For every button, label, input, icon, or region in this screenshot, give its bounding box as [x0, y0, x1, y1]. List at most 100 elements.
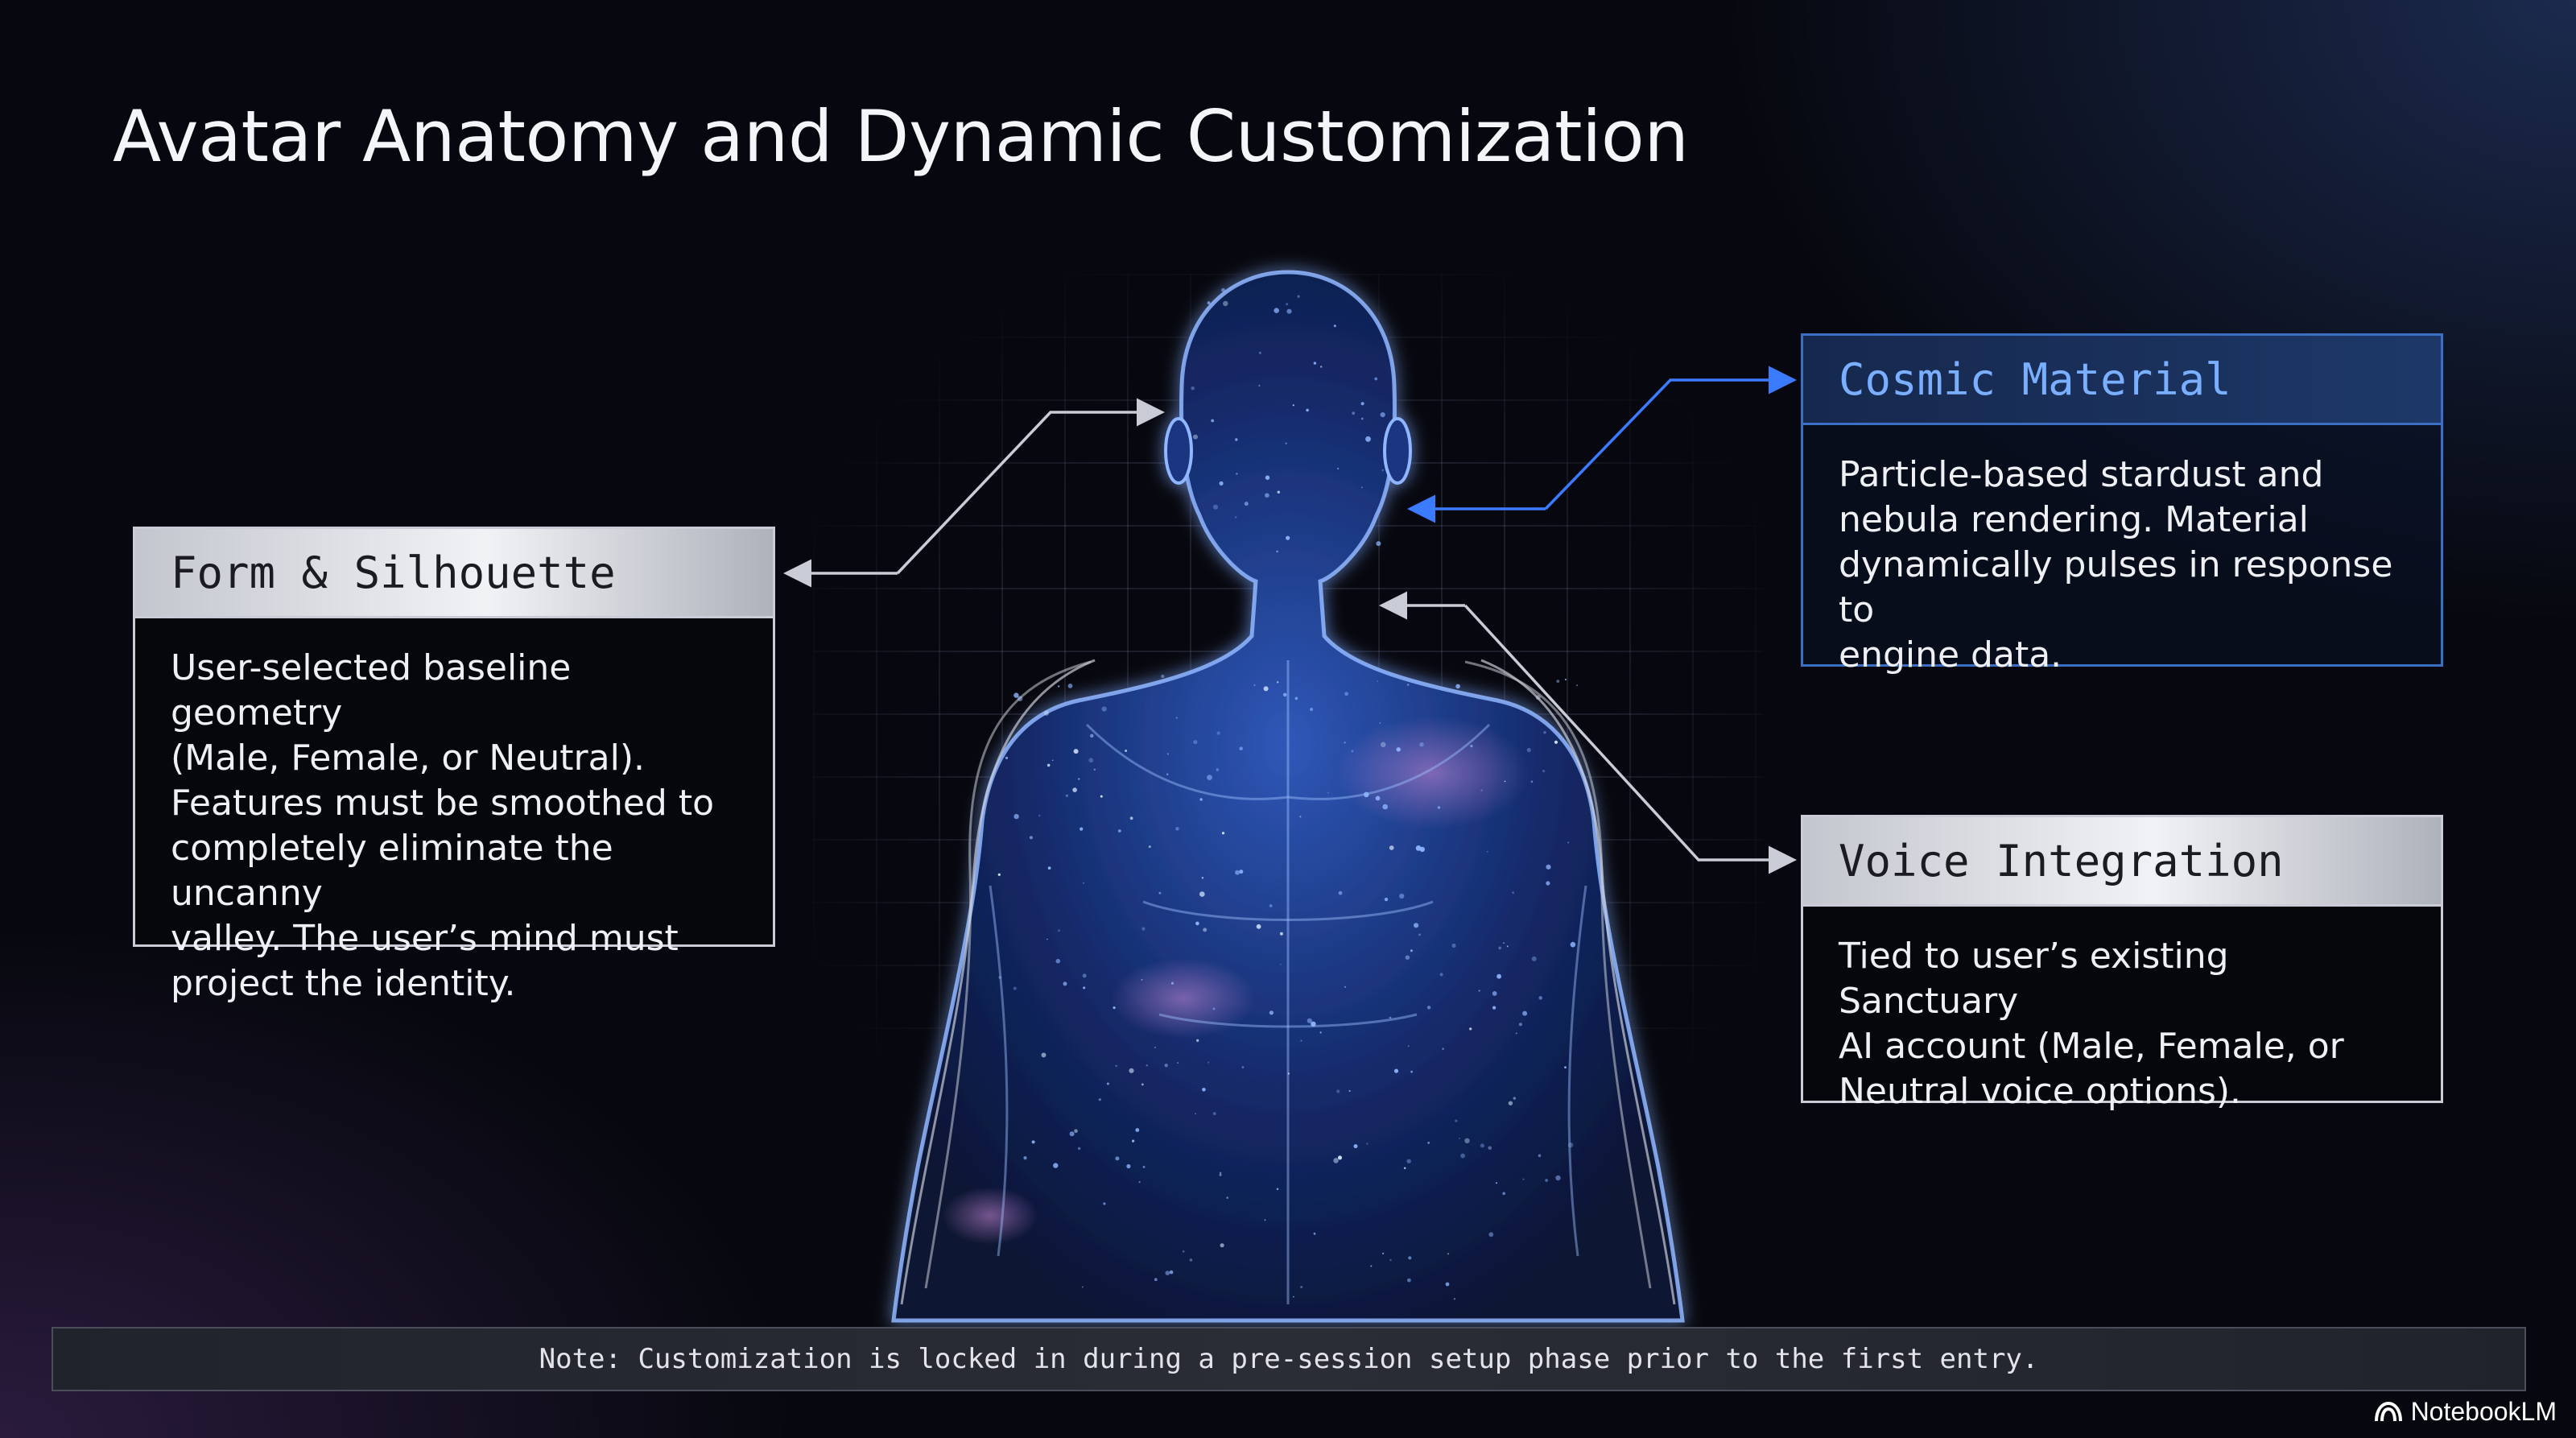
star-particle: [1069, 1131, 1075, 1137]
slide-title: Avatar Anatomy and Dynamic Customization: [113, 95, 1689, 178]
star-particle: [1406, 1159, 1411, 1163]
star-particle: [1203, 928, 1208, 932]
star-particle: [1051, 759, 1054, 762]
star-particle: [1277, 490, 1281, 494]
star-particle: [1455, 684, 1460, 689]
star-particle: [1285, 442, 1287, 444]
star-particle: [1478, 990, 1480, 992]
star-particle: [1488, 1146, 1492, 1151]
star-particle: [1219, 481, 1224, 486]
star-particle: [1293, 1295, 1294, 1298]
star-particle: [1384, 897, 1389, 902]
star-particle: [1320, 366, 1323, 368]
star-particle: [1382, 1252, 1385, 1254]
avatar-body: [891, 270, 1685, 1323]
star-particle: [1154, 1278, 1158, 1282]
body-line: Neutral voice options).: [1839, 1071, 2242, 1112]
star-particle: [1538, 996, 1542, 1000]
star-particle: [1212, 1112, 1216, 1115]
star-particle: [1265, 493, 1269, 498]
star-particle: [1403, 1167, 1406, 1170]
star-particle: [1399, 893, 1405, 899]
star-particle: [1195, 1113, 1196, 1115]
star-particle: [1177, 1062, 1179, 1064]
star-particle: [1299, 816, 1302, 818]
star-particle: [1564, 679, 1567, 680]
star-particle: [1414, 923, 1419, 928]
star-particle: [1407, 1278, 1411, 1283]
star-particle: [1072, 787, 1077, 792]
star-particle: [1263, 686, 1269, 692]
star-particle: [1496, 1182, 1497, 1184]
star-particle: [1327, 791, 1329, 794]
star-particle: [1300, 1039, 1302, 1042]
star-particle: [1447, 1253, 1450, 1255]
nebula-cloud: [1111, 958, 1256, 1039]
star-particle: [1504, 780, 1506, 783]
star-particle: [1199, 891, 1205, 897]
star-particle: [1082, 973, 1087, 978]
star-particle: [1522, 1178, 1525, 1180]
star-particle: [1488, 1232, 1494, 1238]
star-particle: [1212, 504, 1219, 510]
star-particle: [1129, 1068, 1134, 1073]
star-particle: [1166, 773, 1169, 775]
star-particle: [1082, 882, 1084, 884]
star-particle: [1235, 516, 1237, 519]
star-particle: [1041, 1052, 1046, 1058]
star-particle: [1344, 692, 1348, 696]
star-particle: [1292, 404, 1294, 407]
star-particle: [1193, 434, 1198, 440]
star-particle: [1426, 1006, 1431, 1010]
star-particle: [1083, 986, 1086, 990]
star-particle: [1503, 942, 1505, 944]
star-particle: [1031, 1140, 1035, 1144]
nebula-cloud: [942, 1187, 1038, 1245]
star-particle: [1313, 1232, 1316, 1235]
star-particle: [1175, 827, 1179, 831]
star-particle: [1244, 502, 1249, 506]
star-particle: [1567, 841, 1570, 844]
star-particle: [1166, 753, 1169, 755]
star-particle: [1377, 680, 1378, 682]
star-particle: [1063, 981, 1067, 986]
star-particle: [1113, 1006, 1116, 1010]
star-particle: [1348, 1089, 1351, 1093]
star-particle: [1223, 300, 1228, 307]
star-particle: [1141, 1083, 1144, 1086]
brand-label: NotebookLM: [2410, 1396, 2557, 1426]
star-particle: [1382, 804, 1388, 810]
star-particle: [1077, 1147, 1081, 1151]
star-particle: [1286, 535, 1290, 540]
star-particle: [1013, 986, 1017, 990]
star-particle: [1546, 881, 1550, 886]
star-particle: [1518, 1023, 1522, 1027]
star-particle: [1115, 1064, 1117, 1067]
star-particle: [1073, 749, 1079, 754]
star-particle: [1175, 717, 1178, 719]
star-particle: [1360, 402, 1364, 406]
star-particle: [1106, 1082, 1109, 1085]
star-particle: [1115, 1156, 1120, 1161]
star-particle: [1375, 795, 1381, 801]
star-particle: [1276, 550, 1278, 553]
star-particle: [1351, 750, 1354, 753]
star-particle: [1470, 745, 1473, 748]
star-particle: [1258, 351, 1261, 354]
voice-integration-body: Tied to user’s existing Sanctuary AI acc…: [1803, 907, 2441, 1138]
star-particle: [1265, 475, 1270, 480]
voice-integration-card: Voice Integration Tied to user’s existin…: [1801, 815, 2443, 1112]
star-particle: [1279, 932, 1283, 936]
star-particle: [1202, 1088, 1206, 1092]
star-particle: [1389, 1258, 1392, 1262]
star-particle: [1307, 1018, 1312, 1023]
voice-integration-heading: Voice Integration: [1803, 817, 2441, 907]
star-particle: [1212, 1007, 1216, 1010]
star-particle: [1132, 1139, 1135, 1143]
star-particle: [1269, 904, 1273, 907]
star-particle: [1522, 1010, 1528, 1016]
star-particle: [1546, 864, 1551, 870]
star-particle: [1141, 978, 1143, 981]
decorative-swooshes: [924, 660, 1652, 1289]
star-particle: [1415, 845, 1422, 851]
